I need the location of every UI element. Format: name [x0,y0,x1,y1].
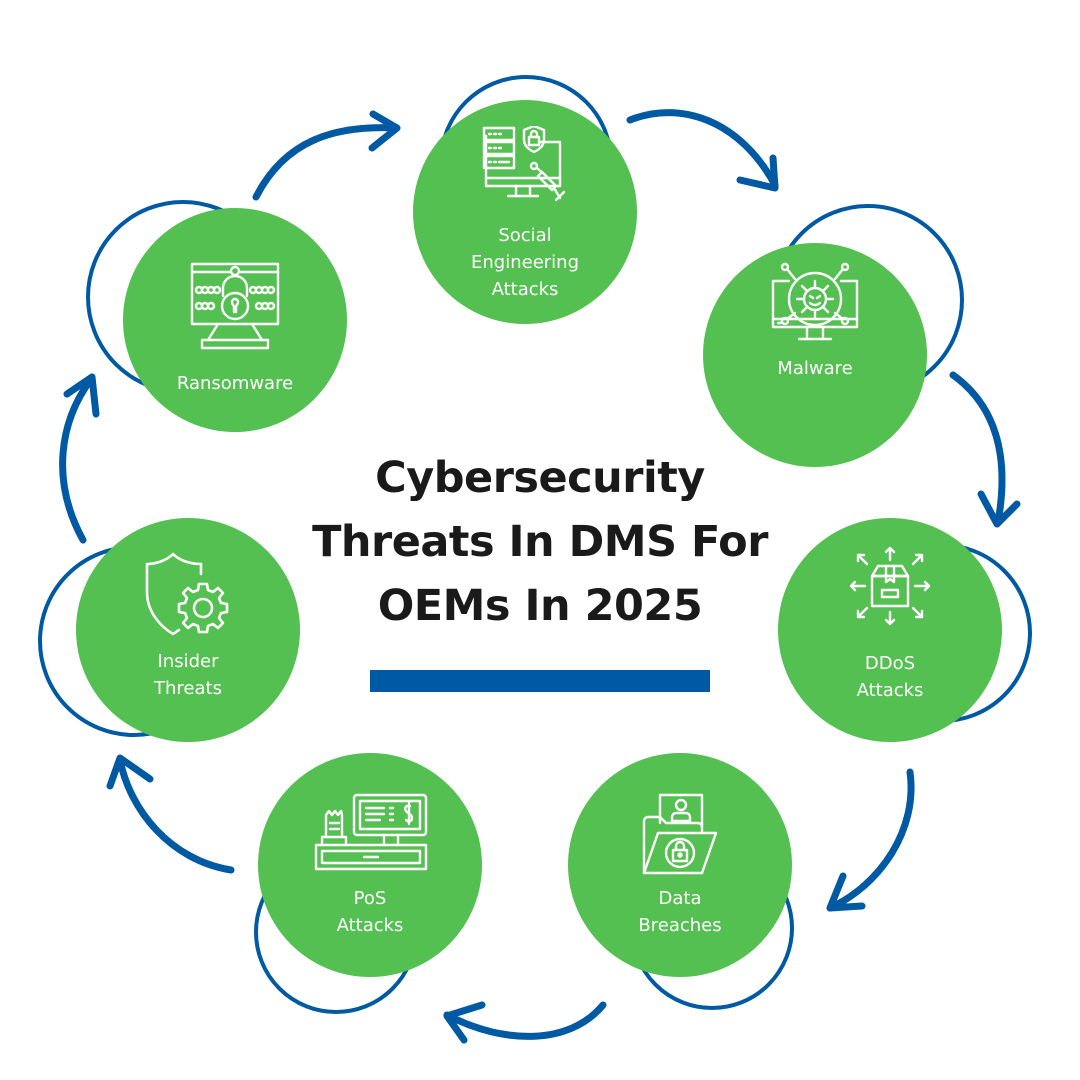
node-label-line: Breaches [638,915,722,936]
node-ddos: DDoS Attacks [778,518,1002,742]
node-insider-threats: Insider Threats [76,518,300,742]
arrow-social-to-malware [626,109,779,192]
monitor-chain-padlock-icon [190,262,280,350]
node-label-line: Threats [154,678,222,699]
node-label-line: Social [498,225,552,246]
node-ransomware: Ransomware [123,208,347,432]
monitor-virus-icon [771,262,859,341]
node-label-line: Insider [157,651,219,672]
node-social-engineering: Social Engineering Attacks [413,100,637,324]
node-pos: PoS Attacks [258,753,482,977]
arrow-malware-to-ddos [949,371,1021,528]
title-line-3: OEMs In 2025 [377,581,703,631]
title-line-1: Cybersecurity [375,453,705,503]
node-label-line: Attacks [336,915,404,936]
arrow-ransomware-to-social [252,110,401,201]
node-data-breaches: Data Breaches [568,753,792,977]
arrow-data-breaches-to-pos [443,1001,607,1044]
node-label-line: Data [658,888,702,909]
node-label-line: Engineering [471,252,579,273]
arrow-insider-to-ransomware [59,373,100,544]
node-label-line: Attacks [491,279,559,300]
node-malware: Malware [703,243,927,467]
arrow-ddos-to-data-breaches [826,768,915,912]
cash-register-icon [314,793,428,871]
diagram-title: Cybersecurity Threats In DMS For OEMs In… [290,446,790,638]
node-label-line: DDoS [864,653,916,674]
shield-gear-icon [145,552,229,636]
arrow-pos-to-insider [106,754,235,874]
title-underline-bar [370,670,710,692]
node-label-line: Ransomware [176,373,294,394]
node-label-line: Malware [777,358,853,379]
title-line-2: Threats In DMS For [312,517,768,567]
node-label-line: Attacks [856,680,924,701]
folder-lock-user-icon [642,793,718,875]
node-label-line: PoS [353,888,387,909]
box-arrows-outward-icon [849,546,931,626]
server-monitor-shield-syringe-icon [482,126,566,202]
